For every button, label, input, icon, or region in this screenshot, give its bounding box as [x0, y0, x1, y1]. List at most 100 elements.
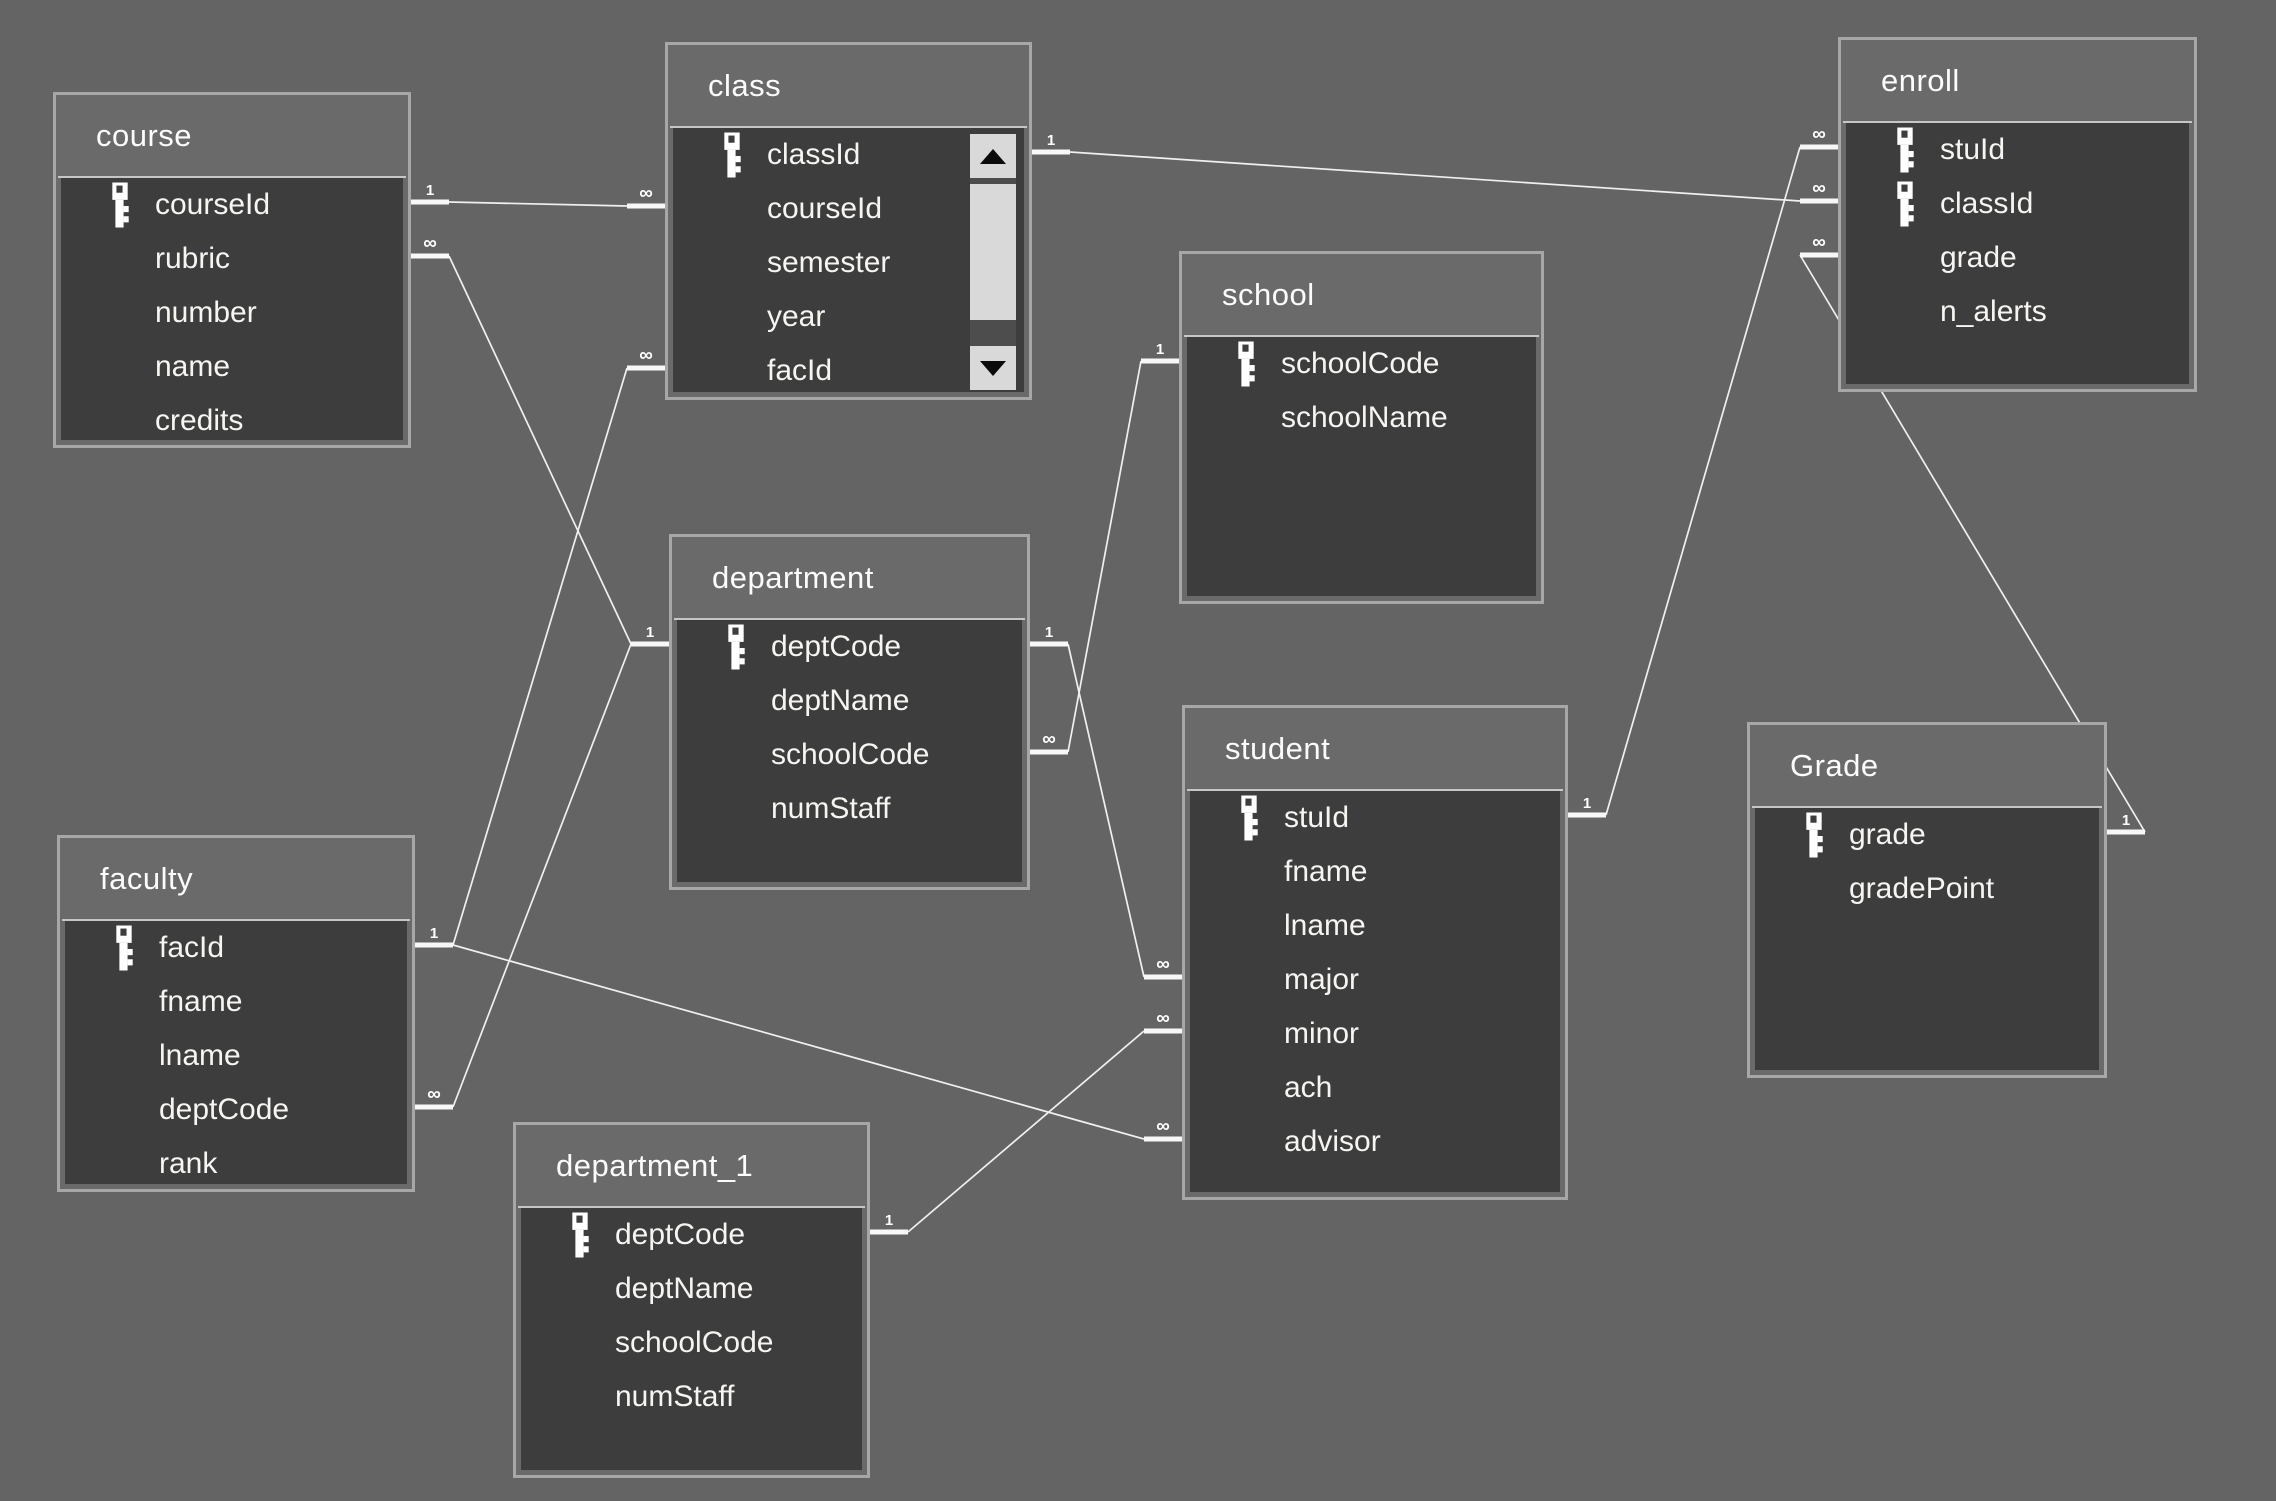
table-class[interactable]: class classId courseId semester year facId	[665, 42, 1032, 400]
field-name: semester	[767, 246, 891, 279]
field-row-schoolCode[interactable]: schoolCode	[1187, 337, 1536, 391]
field-row-courseId[interactable]: courseId	[673, 182, 1024, 236]
scrollbar[interactable]	[970, 134, 1016, 390]
relationship-line[interactable]	[452, 643, 632, 1108]
field-row-grade[interactable]: grade	[1755, 808, 2099, 862]
field-row-number[interactable]: number	[61, 286, 403, 340]
cardinality-label-many: ∞	[1156, 1008, 1170, 1029]
relationship-line[interactable]	[448, 201, 628, 207]
relationship-line[interactable]	[1605, 146, 1801, 816]
field-row-grade[interactable]: grade	[1846, 231, 2189, 285]
table-title-bar[interactable]: Grade	[1752, 725, 2102, 808]
field-row-deptCode[interactable]: deptCode	[65, 1083, 407, 1137]
field-row-classId[interactable]: classId	[673, 128, 1024, 182]
field-row-credits[interactable]: credits	[61, 394, 403, 448]
field-row-advisor[interactable]: advisor	[1190, 1115, 1560, 1169]
scrollbar-up-button[interactable]	[970, 134, 1016, 178]
table-title-bar[interactable]: enroll	[1843, 40, 2192, 123]
field-row-facId[interactable]: facId	[65, 921, 407, 975]
field-row-stuId[interactable]: stuId	[1190, 791, 1560, 845]
table-title-bar[interactable]: class	[670, 45, 1027, 128]
field-row-facId[interactable]: facId	[673, 344, 1024, 398]
field-name: stuId	[1284, 801, 1350, 834]
table-title-bar[interactable]: course	[58, 95, 406, 178]
field-row-schoolName[interactable]: schoolName	[1187, 391, 1536, 445]
field-row-fname[interactable]: fname	[1190, 845, 1560, 899]
field-name: n_alerts	[1940, 295, 2047, 328]
field-row-fname[interactable]: fname	[65, 975, 407, 1029]
field-row-ach[interactable]: ach	[1190, 1061, 1560, 1115]
table-title: faculty	[100, 860, 194, 896]
relationship-line[interactable]	[452, 367, 628, 946]
cardinality-label-many: ∞	[427, 1084, 441, 1105]
table-title-bar[interactable]: department	[674, 537, 1025, 620]
field-row-numStaff[interactable]: numStaff	[677, 782, 1022, 836]
table-title-bar[interactable]: department_1	[518, 1125, 865, 1208]
field-name: facId	[767, 354, 833, 387]
field-row-deptCode[interactable]: deptCode	[521, 1208, 862, 1262]
field-row-deptName[interactable]: deptName	[677, 674, 1022, 728]
primary-key-icon	[1806, 812, 1823, 858]
field-row-schoolCode[interactable]: schoolCode	[677, 728, 1022, 782]
primary-key-icon	[1897, 127, 1914, 173]
field-name: classId	[767, 138, 861, 171]
relationship-line[interactable]	[452, 944, 1145, 1140]
field-name: numStaff	[771, 792, 891, 825]
field-name: fname	[1284, 855, 1368, 888]
field-row-courseId[interactable]: courseId	[61, 178, 403, 232]
relationship-line[interactable]	[907, 1030, 1145, 1233]
scrollbar-thumb[interactable]	[970, 184, 1016, 320]
cardinality-label-one: 1	[1583, 795, 1591, 812]
table-title-bar[interactable]: student	[1187, 708, 1563, 791]
primary-key-icon	[1897, 181, 1914, 227]
field-row-year[interactable]: year	[673, 290, 1024, 344]
relationship-line[interactable]	[448, 255, 632, 645]
field-row-name[interactable]: name	[61, 340, 403, 394]
field-row-deptName[interactable]: deptName	[521, 1262, 862, 1316]
relationship-line[interactable]	[1069, 151, 1801, 202]
field-name: name	[155, 350, 231, 383]
field-name: deptCode	[159, 1093, 290, 1126]
field-row-stuId[interactable]: stuId	[1846, 123, 2189, 177]
table-title: department_1	[556, 1147, 754, 1183]
field-name: ach	[1284, 1071, 1333, 1104]
field-row-rubric[interactable]: rubric	[61, 232, 403, 286]
field-row-n_alerts[interactable]: n_alerts	[1846, 285, 2189, 339]
primary-key-icon	[116, 925, 133, 971]
primary-key-icon	[1238, 341, 1255, 387]
cardinality-label-many: ∞	[1812, 178, 1826, 199]
field-row-classId[interactable]: classId	[1846, 177, 2189, 231]
table-title: enroll	[1881, 62, 1960, 98]
primary-key-icon	[724, 132, 741, 178]
primary-key-icon	[572, 1212, 589, 1258]
field-row-numStaff[interactable]: numStaff	[521, 1370, 862, 1424]
field-row-schoolCode[interactable]: schoolCode	[521, 1316, 862, 1370]
relationship-line[interactable]	[1067, 643, 1145, 978]
cardinality-label-many: ∞	[1156, 954, 1170, 975]
table-title-bar[interactable]: faculty	[62, 838, 410, 921]
field-row-lname[interactable]: lname	[1190, 899, 1560, 953]
table-title: course	[96, 117, 193, 153]
field-row-rank[interactable]: rank	[65, 1137, 407, 1191]
field-row-minor[interactable]: minor	[1190, 1007, 1560, 1061]
primary-key-icon	[728, 624, 745, 670]
field-row-deptCode[interactable]: deptCode	[677, 620, 1022, 674]
scrollbar-down-button[interactable]	[970, 346, 1016, 390]
field-row-semester[interactable]: semester	[673, 236, 1024, 290]
field-row-major[interactable]: major	[1190, 953, 1560, 1007]
table-title-bar[interactable]: school	[1184, 254, 1539, 337]
field-row-gradePoint[interactable]: gradePoint	[1755, 862, 2099, 916]
field-row-lname[interactable]: lname	[65, 1029, 407, 1083]
relationship-line[interactable]	[1067, 360, 1142, 753]
